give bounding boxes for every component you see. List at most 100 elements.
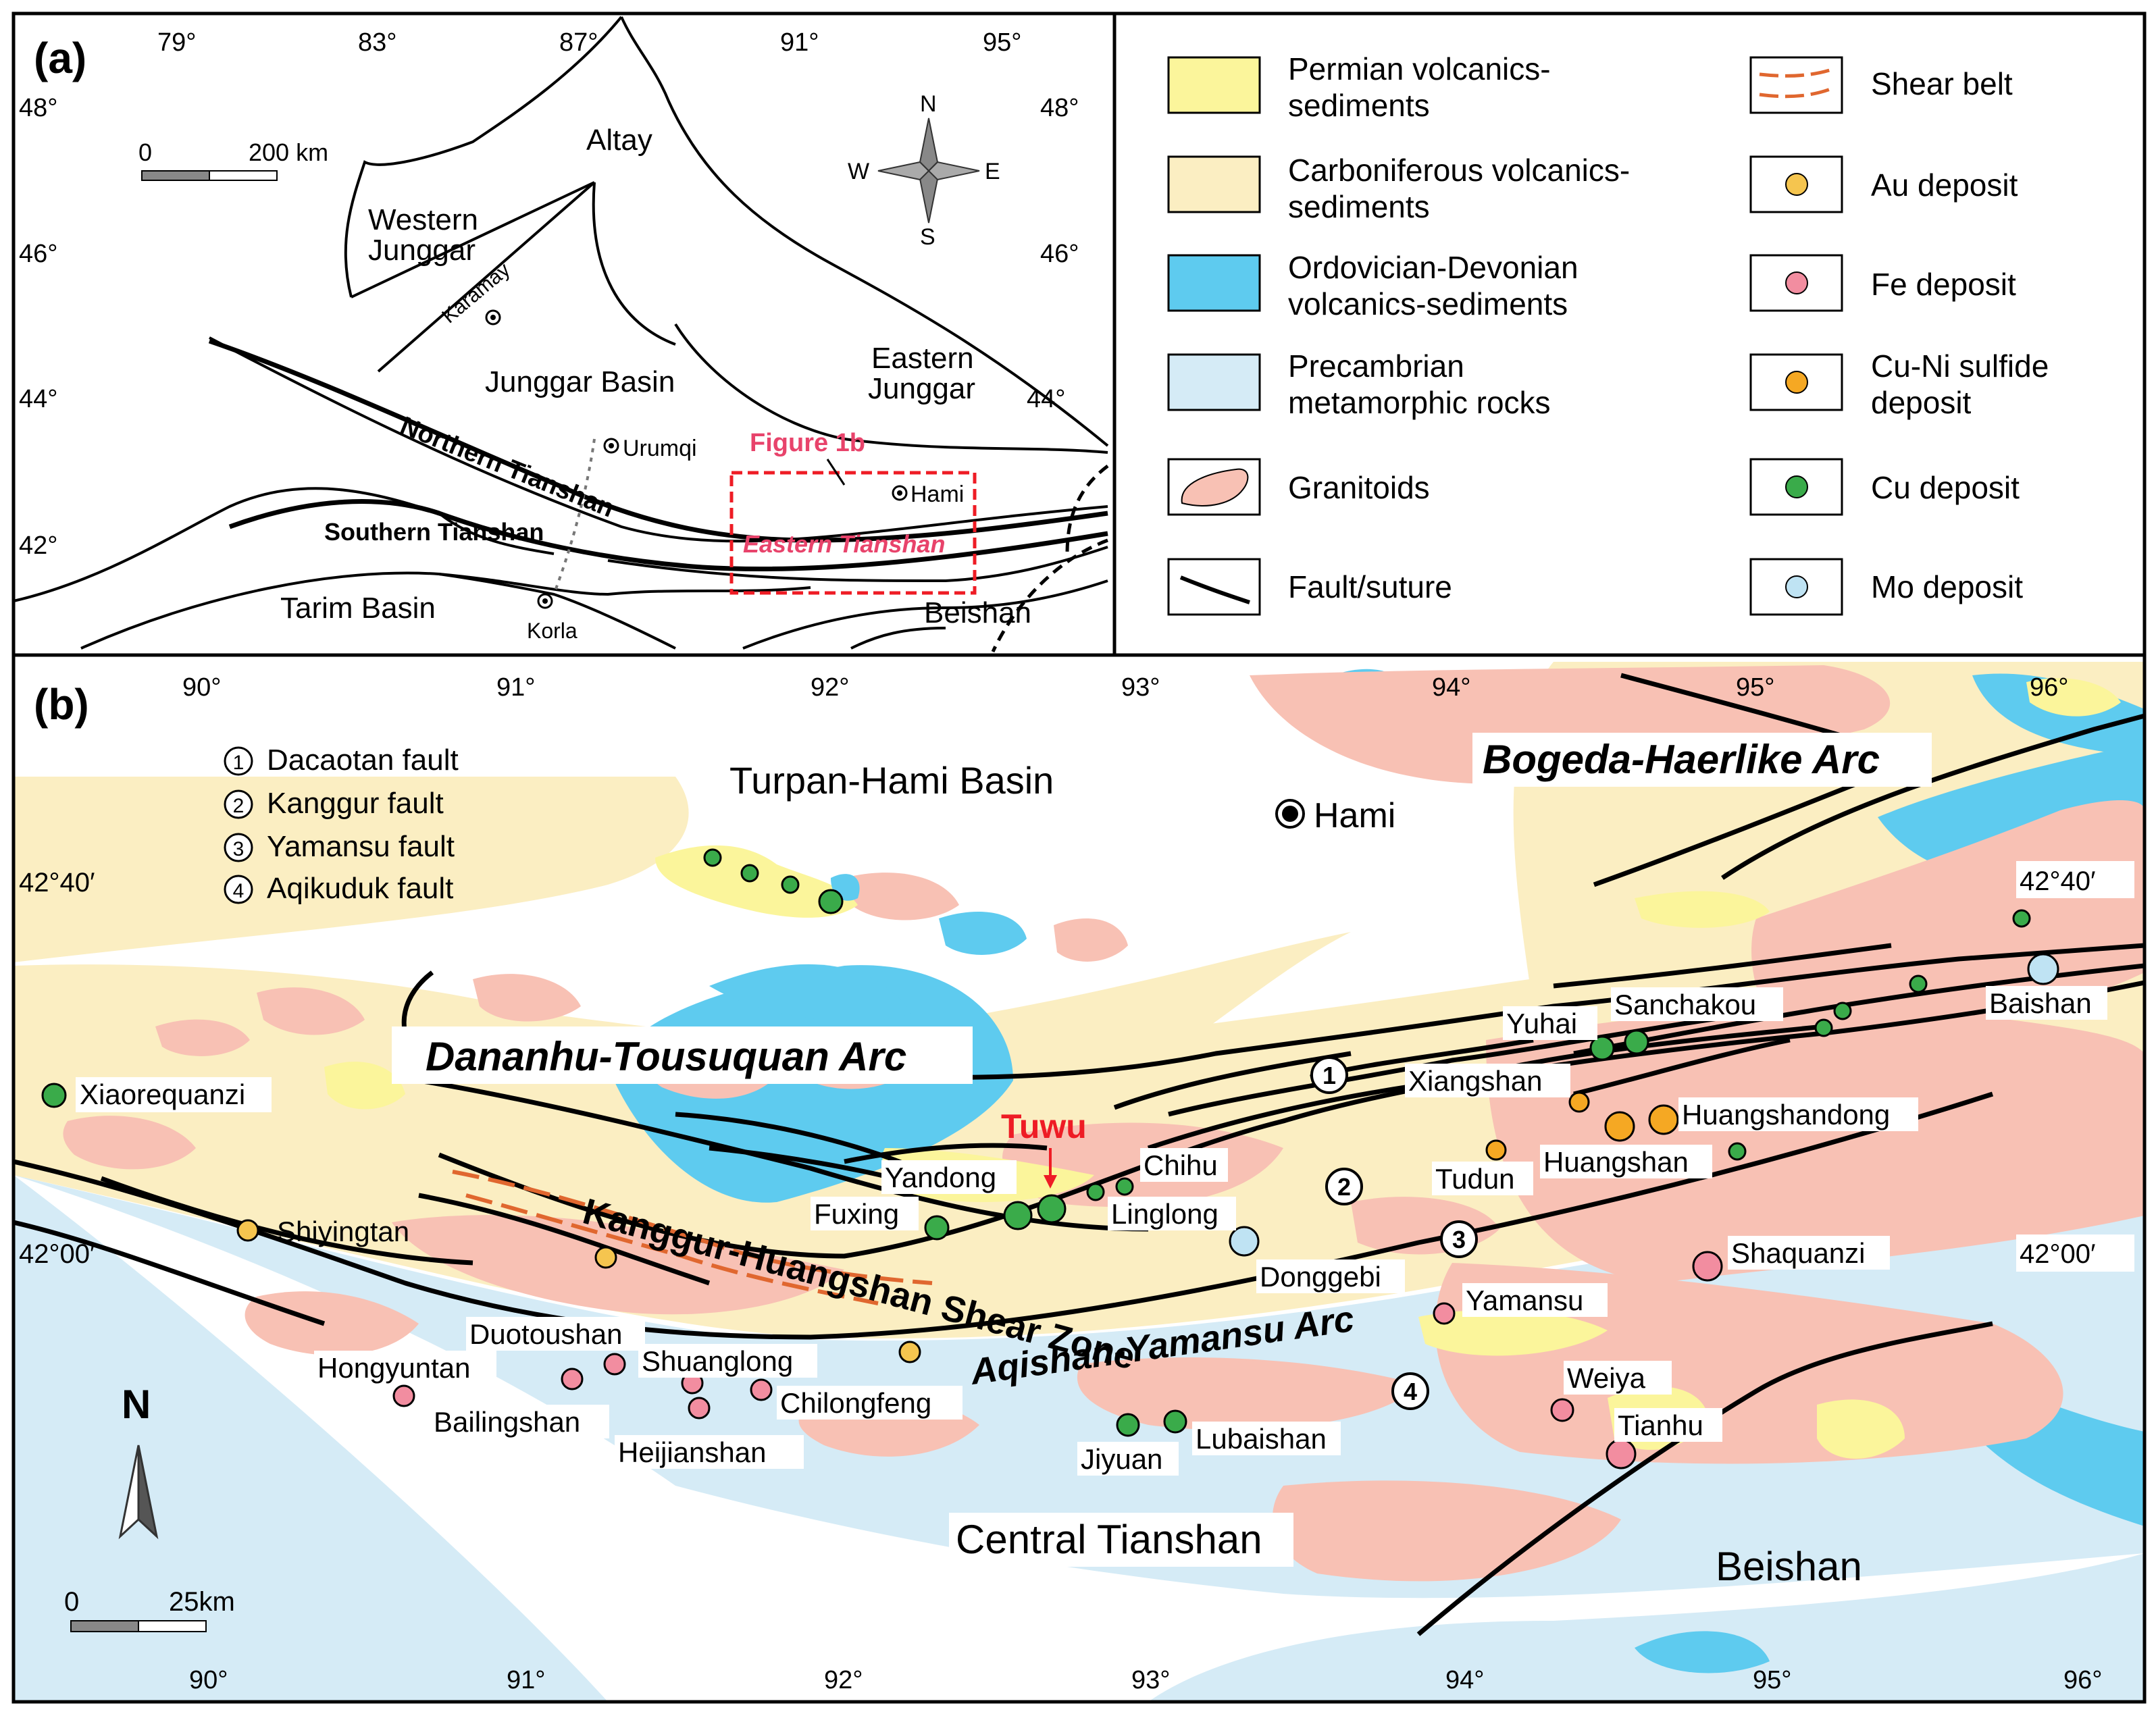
label-tianhu: Tianhu [1618,1409,1703,1441]
deposit-shiyingtan-icon [236,1219,259,1242]
label-hami-a: Hami [910,482,964,507]
panel-a-lon-2: 87° [559,28,598,57]
deposit-chihu-icon [1115,1177,1134,1196]
label-yandong: Yandong [885,1162,996,1193]
deposit-baishan-icon [2027,953,2059,985]
panel-b-lon-top-6: 96° [2030,673,2068,702]
legend-precambrian-2: metamorphic rocks [1288,385,1551,420]
label-yuhai: Yuhai [1506,1008,1577,1039]
label-fuxing: Fuxing [814,1198,899,1230]
panel-b-label: (b) [34,680,89,729]
panel-b-scale-bar: 0 25km [64,1587,235,1632]
fault-marker-4: 4 [1404,1378,1417,1405]
deposit-bailingshan-icon [561,1368,584,1390]
legend-mo-symbol-icon [1785,575,1808,598]
figure-1b-box [729,471,977,595]
label-huangshandong: Huangshandong [1682,1099,1890,1130]
panel-b-lon-bot-6: 96° [2063,1666,2102,1694]
fault-marker-1: 1 [1323,1062,1336,1089]
panel-a-lon-0: 79° [157,28,196,57]
panel-b-lon-bottom: 90° 91° 92° 93° 94° 95° 96° [189,1666,2102,1694]
legend-permian-1: Permian volcanics- [1288,51,1551,86]
legend-granitoids: Granitoids [1288,470,1430,505]
label-altay: Altay [586,124,652,157]
fault-list-num-1: 1 [233,752,245,774]
deposit-sanchakou-icon [1624,1029,1649,1055]
deposit-yandong-icon [1003,1201,1033,1230]
panel-b-lat-left-top: 42°40′ [19,868,95,898]
label-junggar-basin: Junggar Basin [485,365,675,398]
panel-b-lat-right-top-bg [2016,861,2134,898]
label-chilongfeng: Chilongfeng [780,1387,931,1419]
panel-b-scale-end: 25km [169,1587,235,1617]
label-shiyingtan: Shiyingtan [277,1216,409,1247]
panel-b-lon-top-1: 91° [496,673,535,702]
panel-a-major-faults [208,338,1108,572]
deposit-lubaishan-icon [1163,1409,1187,1434]
panel-a-dotted-line [553,438,596,595]
label-tudun: Tudun [1435,1163,1515,1195]
label-turpan-hami-basin: Turpan-Hami Basin [729,759,1054,802]
north-label: N [122,1382,151,1427]
panel-b-lon-bot-4: 94° [1445,1666,1484,1694]
deposit-weiya-icon [1550,1398,1574,1422]
central-tianshan-label-bg [949,1513,1293,1567]
label-beishan-a: Beishan [924,596,1031,629]
panel-a-scale-zero: 0 [138,138,152,166]
legend-au: Au deposit [1871,167,2018,203]
label-western-junggar-1: Western [368,203,478,236]
panel-a: (a) 79° 83° 87° [11,11,1116,657]
legend-fault: Fault/suture [1288,569,1452,604]
deposit-linglong-icon [1086,1182,1105,1201]
fault-list-name-3: Yamansu fault [267,830,455,863]
panel-b-lon-top-4: 94° [1432,673,1470,702]
panel-a-lat-r2: 44° [1027,385,1065,413]
fault-list-name-2: Kanggur fault [267,787,444,820]
bogeda-label-bg [1472,733,1932,787]
deposit-heijianshan-icon [688,1397,711,1420]
label-western-junggar-2: Junggar [368,234,476,267]
deposit-cu-island-1-icon [703,848,722,867]
panel-b-scale-zero: 0 [64,1587,79,1617]
panel-b-lon-top: 90° 91° 92° 93° 94° 95° 96° [182,673,2068,702]
deposit-cu-island-3-icon [781,875,800,894]
panel-a-lat-2: 44° [19,385,57,413]
label-bogeda-haerlike-arc: Bogeda-Haerlike Arc [1483,737,1880,782]
panel-a-outlines [13,16,1109,650]
deposit-labels: Xiaorequanzi Shiyingtan Hongyuntan Duoto… [76,986,2107,1476]
label-yamansu: Yamansu [1466,1284,1583,1316]
deposit-cu-east-1-icon [1728,1142,1747,1161]
panel-b-lon-bot-0: 90° [189,1666,228,1694]
panel-a-lon-ticks: 79° 83° 87° 91° 95° [157,28,1021,57]
label-tarim-basin: Tarim Basin [280,592,436,625]
panel-b-frame [11,653,2147,1704]
figure-1b-pointer [826,459,846,486]
legend-precambrian-1: Precambrian [1288,348,1464,384]
panel-b-lon-top-2: 92° [811,673,849,702]
legend-permian-2: sediments [1288,88,1430,123]
panel-a-lat-r1: 46° [1040,240,1079,268]
deposit-yamansu-icon [1433,1302,1456,1325]
label-tuwu: Tuwu [1001,1108,1087,1145]
label-linglong: Linglong [1111,1198,1218,1230]
city-korla-icon [537,593,553,609]
label-sanchakou: Sanchakou [1614,989,1756,1020]
legend-carboniferous-2: sediments [1288,189,1430,224]
fault-list-name-4: Aqikuduk fault [267,872,453,905]
legend-swatch-shear [1749,56,1843,114]
label-xiaorequanzi: Xiaorequanzi [80,1078,245,1110]
deposit-shaquanzi-icon [1692,1251,1723,1282]
deposit-cu-island-4-icon [818,889,844,914]
legend-au-symbol-icon [1785,173,1808,196]
deposit-huangshan-icon [1604,1111,1635,1142]
legend-fe: Fe deposit [1871,267,2016,302]
label-hongyuntan: Hongyuntan [317,1352,471,1384]
deposit-cu-east-5-icon [2012,909,2031,928]
dananhu-label-bg [392,1026,973,1084]
legend: Permian volcanics- sediments Carbonifero… [1112,11,2147,657]
fault-list: 1 Dacaotan fault 2 Kanggur fault 3 Yaman… [224,744,459,905]
panel-a-lon-1: 83° [358,28,396,57]
north-arrow-icon: N [118,1382,159,1540]
compass-n: N [920,91,937,117]
